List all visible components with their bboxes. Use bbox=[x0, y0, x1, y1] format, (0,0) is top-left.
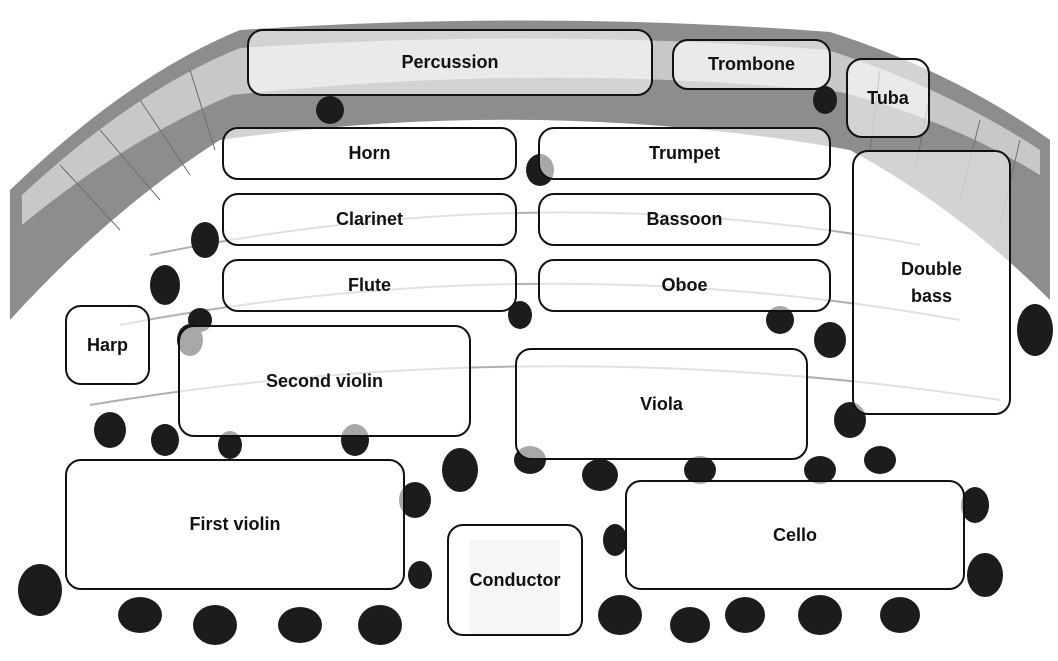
oboe-section: Oboe bbox=[538, 259, 831, 312]
bassoon-label: Bassoon bbox=[646, 206, 722, 233]
conductor-label: Conductor bbox=[470, 567, 561, 594]
percussion-section: Percussion bbox=[247, 29, 653, 96]
double-bass-section: Double bass bbox=[852, 150, 1011, 415]
tuba-section: Tuba bbox=[846, 58, 930, 138]
clarinet-section: Clarinet bbox=[222, 193, 517, 246]
percussion-label: Percussion bbox=[401, 49, 498, 76]
trombone-section: Trombone bbox=[672, 39, 831, 90]
harp-section: Harp bbox=[65, 305, 150, 385]
second-violin-section: Second violin bbox=[178, 325, 471, 437]
bassoon-section: Bassoon bbox=[538, 193, 831, 246]
cello-section: Cello bbox=[625, 480, 965, 590]
oboe-label: Oboe bbox=[661, 272, 707, 299]
first-violin-label: First violin bbox=[189, 511, 280, 538]
viola-label: Viola bbox=[640, 391, 683, 418]
cello-label: Cello bbox=[773, 522, 817, 549]
conductor-section: Conductor bbox=[447, 524, 583, 636]
double-bass-label: Double bass bbox=[901, 256, 962, 310]
flute-label: Flute bbox=[348, 272, 391, 299]
horn-section: Horn bbox=[222, 127, 517, 180]
tuba-label: Tuba bbox=[867, 85, 909, 112]
horn-label: Horn bbox=[349, 140, 391, 167]
flute-section: Flute bbox=[222, 259, 517, 312]
trumpet-section: Trumpet bbox=[538, 127, 831, 180]
second-violin-label: Second violin bbox=[266, 368, 383, 395]
viola-section: Viola bbox=[515, 348, 808, 460]
harp-label: Harp bbox=[87, 332, 128, 359]
clarinet-label: Clarinet bbox=[336, 206, 403, 233]
trombone-label: Trombone bbox=[708, 51, 795, 78]
trumpet-label: Trumpet bbox=[649, 140, 720, 167]
first-violin-section: First violin bbox=[65, 459, 405, 590]
